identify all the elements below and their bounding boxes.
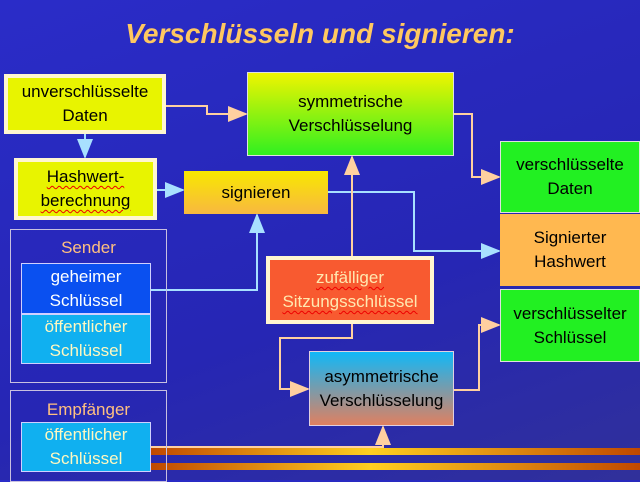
sender-panel: Sender bbox=[10, 229, 167, 383]
box-sign: signieren bbox=[184, 171, 328, 214]
box-encrypted-data: verschlüsselte Daten bbox=[500, 141, 640, 213]
box-hash: Hashwert-berechnung bbox=[14, 158, 157, 220]
box-encrypted-key: verschlüsselter Schlüssel bbox=[500, 289, 640, 362]
decor-stripe bbox=[150, 463, 640, 470]
sender-public-key: öffentlicher Schlüssel bbox=[21, 314, 151, 364]
box-plain-data: unverschlüsselte Daten bbox=[4, 74, 166, 134]
arrow-data-to-sym bbox=[166, 105, 248, 122]
box-signed-hash-label: Signierter Hashwert bbox=[533, 228, 607, 271]
decor-stripe bbox=[150, 448, 640, 455]
arrow-session-to-asym bbox=[279, 324, 353, 397]
arrow-sym-to-encdata bbox=[454, 113, 501, 185]
box-session-key-label: zufälliger Sitzungsschlüssel bbox=[282, 268, 418, 311]
sender-private-key: geheimer Schlüssel bbox=[21, 263, 151, 314]
arrow-asym-to-enckey bbox=[454, 317, 501, 391]
arrow-pubkey-to-asym bbox=[150, 425, 391, 448]
arrow-sign-to-signed-hash bbox=[328, 191, 501, 259]
receiver-title: Empfänger bbox=[46, 400, 131, 419]
box-session-key: zufälliger Sitzungsschlüssel bbox=[266, 256, 434, 324]
box-hash-label: Hashwert-berechnung bbox=[40, 167, 131, 210]
slide-title: Verschlüsseln und signieren: bbox=[125, 18, 515, 49]
box-symmetric-encryption: symmetrische Verschlüsselung bbox=[247, 72, 454, 156]
receiver-public-key: öffentlicher Schlüssel bbox=[21, 422, 151, 472]
box-signed-hash: Signierter Hashwert bbox=[500, 214, 640, 286]
sender-title: Sender bbox=[61, 238, 116, 257]
arrow-privkey-to-sign bbox=[150, 213, 265, 291]
box-asymmetric-encryption: asymmetrische Verschlüsselung bbox=[309, 351, 454, 426]
